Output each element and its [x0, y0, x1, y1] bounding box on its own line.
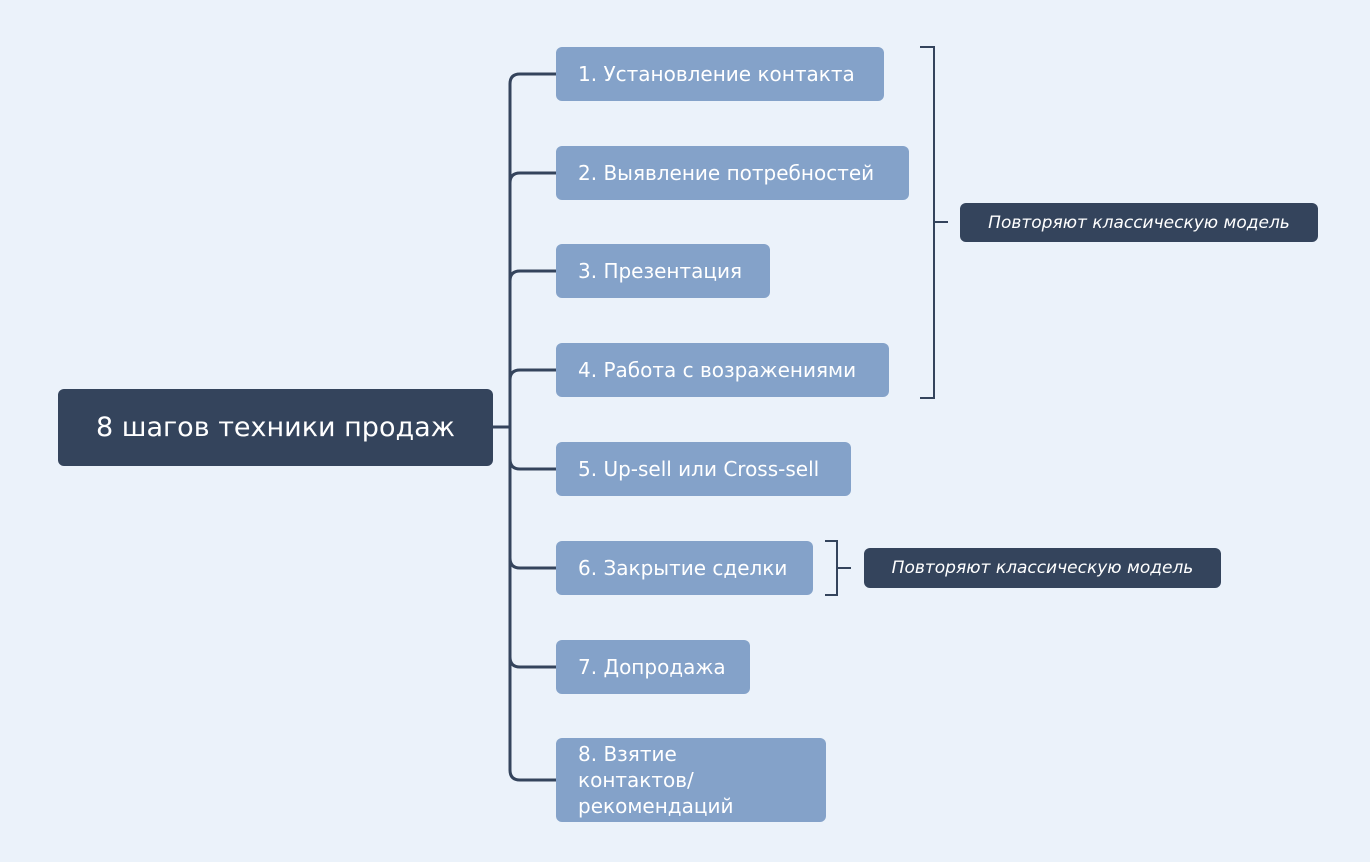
step-node-4[interactable]: 4. Работа с возражениями — [556, 343, 889, 397]
step-node-7[interactable]: 7. Допродажа — [556, 640, 750, 694]
bracket-steps-1-4 — [920, 46, 948, 399]
note-classic-model-2[interactable]: Повторяют классическую модель — [864, 548, 1221, 588]
step-label: 5. Up-sell или Cross-sell — [578, 457, 820, 481]
step-node-8[interactable]: 8. Взятие контактов/ рекомендаций — [556, 738, 826, 822]
step-label: 6. Закрытие сделки — [578, 556, 788, 580]
step-label: 7. Допродажа — [578, 655, 726, 679]
root-label: 8 шагов техники продаж — [95, 412, 455, 443]
step-label: 1. Установление контакта — [578, 62, 855, 86]
root-node[interactable]: 8 шагов техники продаж — [58, 389, 493, 466]
step-label: 3. Презентация — [578, 259, 743, 283]
branch-5 — [508, 458, 556, 471]
note-classic-model-1[interactable]: Повторяют классическую модель — [960, 203, 1318, 242]
step-node-3[interactable]: 3. Презентация — [556, 244, 770, 298]
step-node-1[interactable]: 1. Установление контакта — [556, 47, 884, 101]
step-node-6[interactable]: 6. Закрытие сделки — [556, 541, 813, 595]
branch-3 — [508, 269, 556, 282]
branch-4 — [508, 368, 556, 381]
step-label: 2. Выявление потребностей — [578, 161, 875, 185]
note-label: Повторяют классическую модель — [891, 558, 1194, 578]
step-node-5[interactable]: 5. Up-sell или Cross-sell — [556, 442, 851, 496]
branch-2 — [508, 171, 556, 184]
branch-7 — [508, 656, 556, 669]
note-label: Повторяют классическую модель — [988, 212, 1290, 233]
trunk-line — [508, 72, 556, 782]
step-node-2[interactable]: 2. Выявление потребностей — [556, 146, 909, 200]
bracket-step-6 — [825, 540, 851, 596]
branch-6 — [508, 557, 556, 570]
step-label: 8. Взятие контактов/ рекомендаций — [578, 742, 734, 818]
step-label: 4. Работа с возражениями — [578, 358, 857, 382]
